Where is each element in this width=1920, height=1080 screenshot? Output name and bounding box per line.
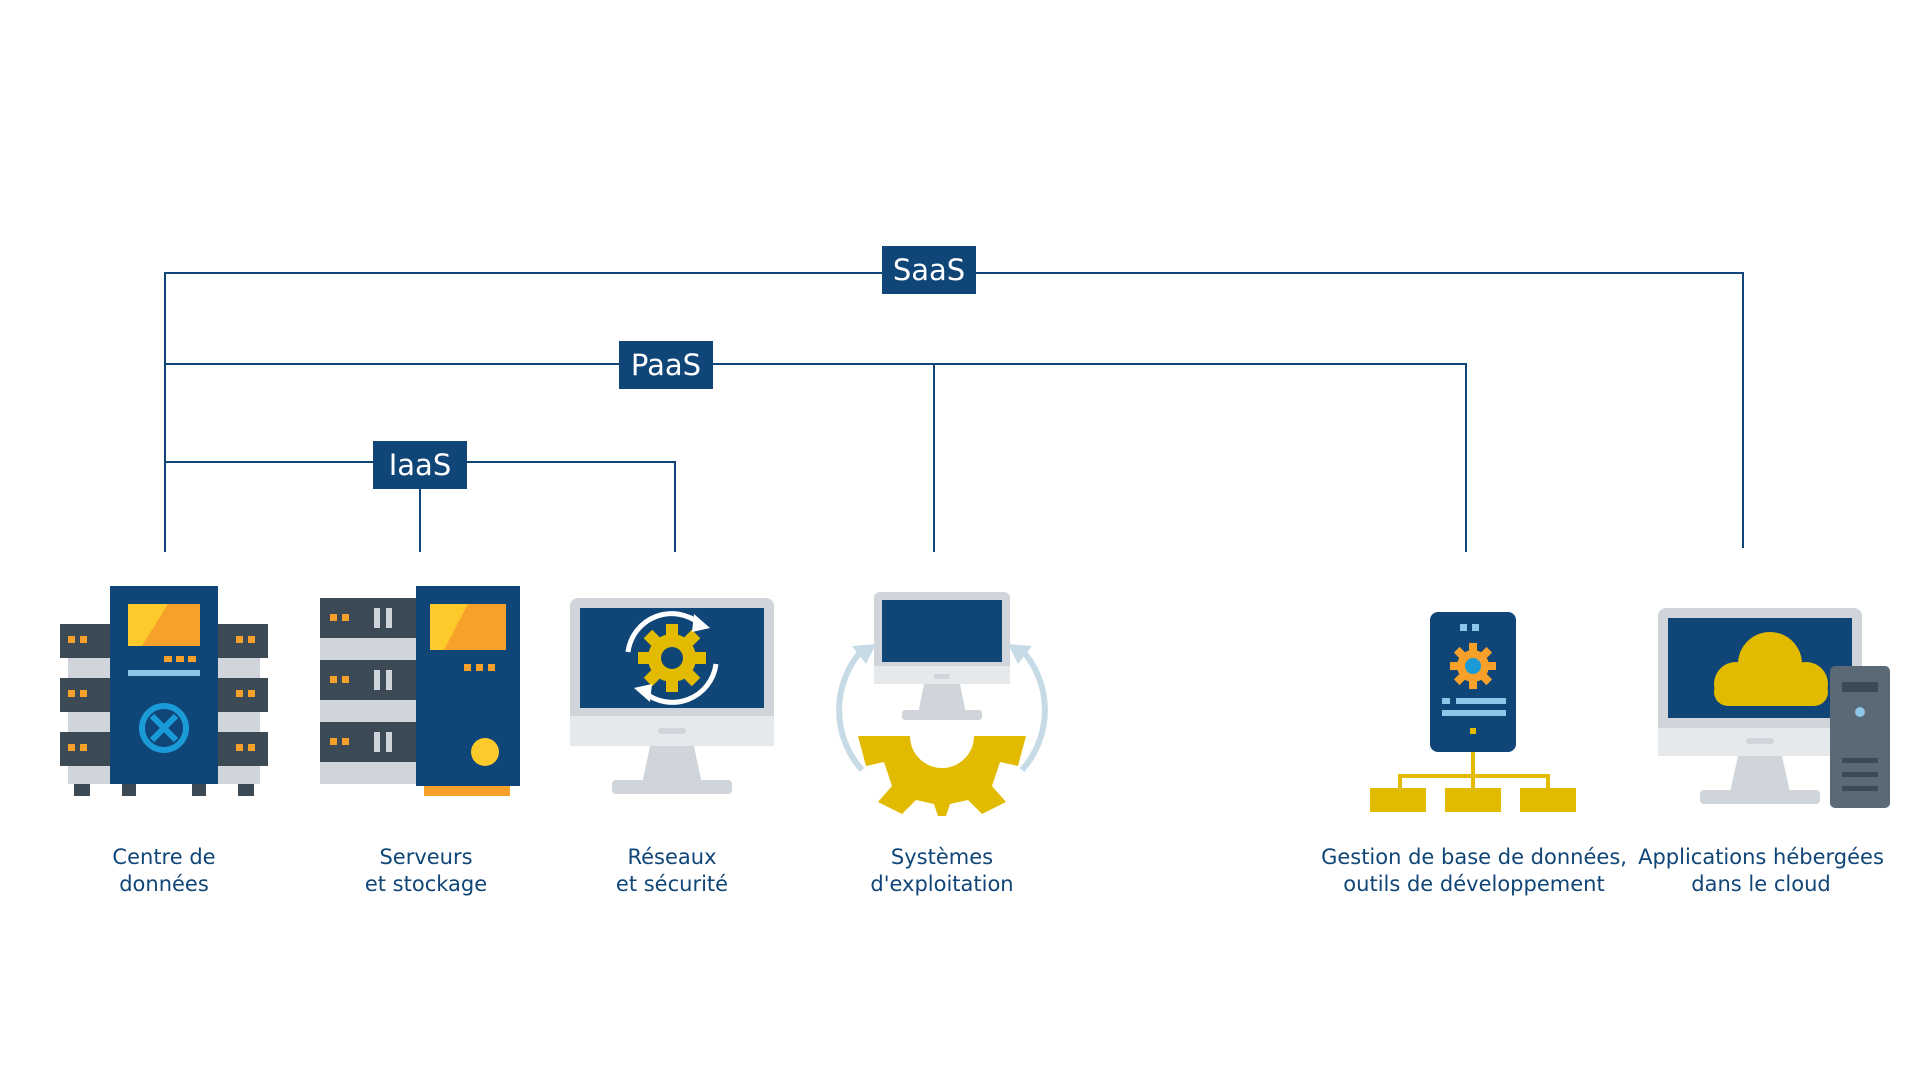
cloud-app-icon (1658, 608, 1890, 808)
label-cloud: Applications hébergées dans le cloud (1606, 844, 1916, 898)
saas-badge: SaaS (882, 246, 976, 294)
label-datacenter-line1: Centre de (112, 845, 216, 869)
label-database-line2: outils de développement (1343, 872, 1605, 896)
label-cloud-line1: Applications hébergées (1638, 845, 1884, 869)
label-database: Gestion de base de données, outils de dé… (1294, 844, 1654, 898)
label-os-line2: d'exploitation (870, 872, 1014, 896)
iaas-badge: IaaS (373, 441, 467, 489)
label-datacenter-line2: données (119, 872, 209, 896)
label-datacenter: Centre de données (4, 844, 324, 898)
paas-bracket (165, 363, 1467, 552)
server-storage-icon (320, 586, 520, 796)
label-cloud-line2: dans le cloud (1691, 872, 1831, 896)
datacenter-icon (60, 586, 268, 796)
label-servers: Serveurs et stockage (266, 844, 586, 898)
label-os: Systèmes d'exploitation (782, 844, 1102, 898)
label-network: Réseaux et sécurité (512, 844, 832, 898)
operating-system-icon (836, 592, 1048, 816)
label-database-line1: Gestion de base de données, (1321, 845, 1627, 869)
label-servers-line1: Serveurs (379, 845, 473, 869)
label-network-line2: et sécurité (615, 872, 729, 896)
database-devtools-icon (1370, 612, 1576, 812)
paas-badge: PaaS (619, 341, 713, 389)
network-security-icon (570, 598, 774, 794)
saas-bracket (164, 272, 1744, 552)
iaas-bracket (165, 461, 676, 552)
label-servers-line2: et stockage (364, 872, 488, 896)
label-network-line1: Réseaux (627, 845, 717, 869)
label-os-line1: Systèmes (890, 845, 994, 869)
